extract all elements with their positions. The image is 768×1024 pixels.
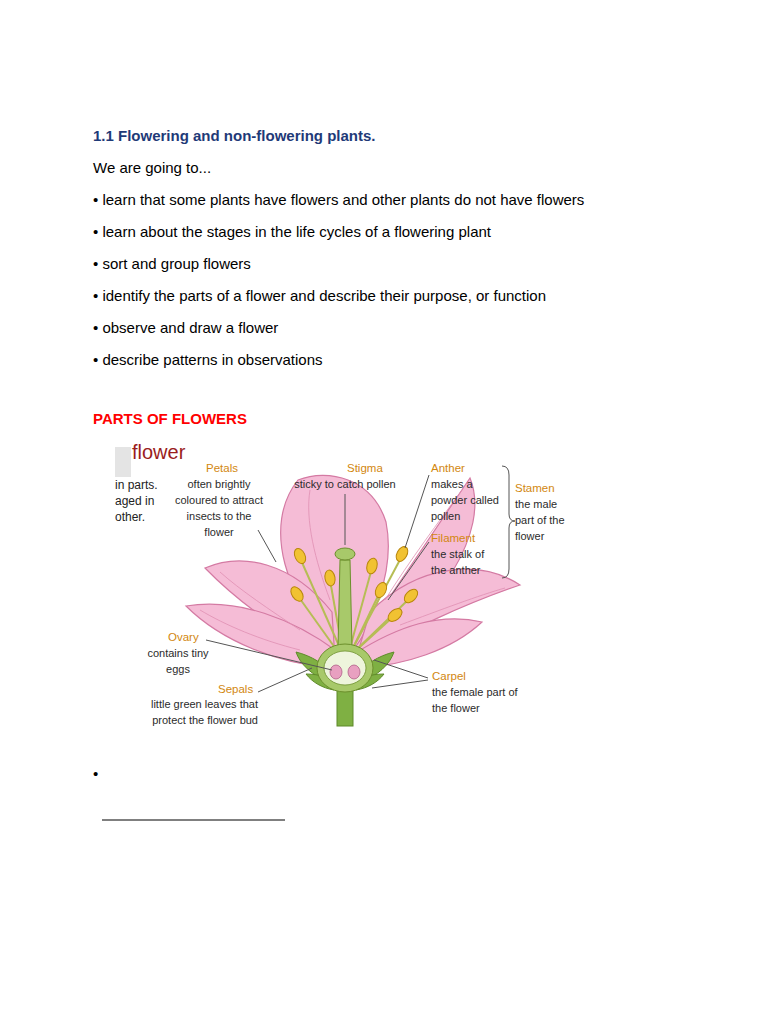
part-name: Anther <box>431 461 465 476</box>
part-name: Ovary <box>168 630 199 645</box>
cropped-text: other. <box>115 510 145 525</box>
cropped-shade <box>115 447 131 477</box>
part-description: makes a powder called pollen <box>431 477 501 525</box>
bullet-item: • describe patterns in observations <box>93 350 323 369</box>
cropped-heading: flower <box>132 440 185 466</box>
intro-text: We are going to... <box>93 158 211 177</box>
part-name: Stamen <box>515 481 555 496</box>
part-description: sticky to catch pollen <box>280 477 410 493</box>
part-description: the female part of the flower <box>432 685 532 717</box>
part-description: little green leaves that protect the flo… <box>126 697 258 729</box>
cropped-text: in parts. <box>115 478 158 493</box>
bullet-item: • identify the parts of a flower and des… <box>93 286 546 305</box>
part-name: Stigma <box>347 461 383 476</box>
cropped-text: aged in <box>115 494 154 509</box>
sepals <box>296 652 394 690</box>
leader-lines <box>206 475 429 692</box>
part-name: Filament <box>431 531 475 546</box>
bullet-item: • learn that some plants have flowers an… <box>93 190 584 209</box>
part-name: Sepals <box>218 682 253 697</box>
section-subheading: PARTS OF FLOWERS <box>93 409 247 428</box>
stem <box>337 688 353 726</box>
filaments <box>298 556 410 654</box>
part-description: the stalk of the anther <box>431 547 501 579</box>
anthers <box>288 545 420 624</box>
part-name: Petals <box>206 461 238 476</box>
stamen-bracket <box>502 466 515 578</box>
answer-line <box>102 820 285 821</box>
bullet-item: • observe and draw a flower <box>93 318 278 337</box>
part-name: Carpel <box>432 669 466 684</box>
bullet-item: • sort and group flowers <box>93 254 251 273</box>
bullet-item: • learn about the stages in the life cyc… <box>93 222 491 241</box>
part-description: the male part of the flower <box>515 497 567 545</box>
part-description: contains tiny eggs <box>146 646 210 678</box>
section-heading: 1.1 Flowering and non-flowering plants. <box>93 126 376 145</box>
bullet-item: • <box>93 764 98 783</box>
part-description: often brightly coloured to attract insec… <box>174 477 264 541</box>
carpel <box>317 548 373 692</box>
